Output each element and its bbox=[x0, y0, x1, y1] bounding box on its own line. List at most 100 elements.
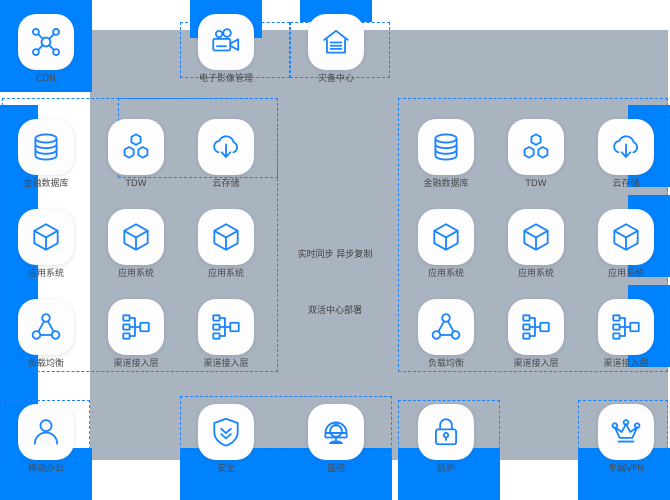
center-caption-sync: 实时同步 异步复制 bbox=[297, 250, 373, 260]
node-l-ch2[interactable]: 渠道接入层 bbox=[194, 299, 258, 370]
node-label-l-ch1: 渠道接入层 bbox=[113, 359, 159, 369]
node-r-cos[interactable]: 云存储 bbox=[594, 119, 658, 190]
tile-r-ch2[interactable] bbox=[598, 299, 654, 355]
tile-b-fw[interactable] bbox=[418, 404, 474, 460]
node-r-db[interactable]: 金融数据库 bbox=[414, 119, 478, 190]
node-label-r-app2: 应用系统 bbox=[517, 269, 554, 279]
node-r-ch1[interactable]: 渠道接入层 bbox=[504, 299, 568, 370]
tree-topology-icon bbox=[609, 310, 643, 344]
node-label-b-vpn: 专属VPN bbox=[607, 464, 645, 474]
shield-icon bbox=[209, 415, 243, 449]
node-r-app1[interactable]: 应用系统 bbox=[414, 209, 478, 280]
node-label-r-app1: 应用系统 bbox=[427, 269, 464, 279]
cloud-download-icon bbox=[209, 130, 243, 164]
node-label-r-app3: 应用系统 bbox=[607, 269, 644, 279]
database-icon bbox=[429, 130, 463, 164]
tile-l-ch2[interactable] bbox=[198, 299, 254, 355]
center-grey-panel bbox=[90, 30, 668, 460]
tile-l-cos[interactable] bbox=[198, 119, 254, 175]
node-l-lb[interactable]: 负载均衡 bbox=[14, 299, 78, 370]
tile-l-app1[interactable] bbox=[18, 209, 74, 265]
user-person-icon bbox=[29, 415, 63, 449]
tile-r-ch1[interactable] bbox=[508, 299, 564, 355]
node-label-r-lb: 负载均衡 bbox=[427, 359, 464, 369]
node-label-l-app3: 应用系统 bbox=[207, 269, 244, 279]
tree-topology-icon bbox=[519, 310, 553, 344]
node-r-ch2[interactable]: 渠道接入层 bbox=[594, 299, 658, 370]
node-l-tdw[interactable]: TDW bbox=[104, 119, 168, 190]
tile-l-lb[interactable] bbox=[18, 299, 74, 355]
tile-r-db[interactable] bbox=[418, 119, 474, 175]
tile-l-app3[interactable] bbox=[198, 209, 254, 265]
tile-cdn[interactable] bbox=[18, 14, 74, 70]
node-b-fw[interactable]: 防护 bbox=[414, 404, 478, 475]
group-bot-mid bbox=[180, 396, 392, 456]
node-eim[interactable]: 电子影像管理 bbox=[194, 14, 258, 85]
tile-r-cos[interactable] bbox=[598, 119, 654, 175]
node-l-app2[interactable]: 应用系统 bbox=[104, 209, 168, 280]
load-balancer-icon bbox=[429, 310, 463, 344]
crown-vpn-icon bbox=[609, 415, 643, 449]
node-label-l-ch2: 渠道接入层 bbox=[203, 359, 249, 369]
camera-monitor-icon bbox=[319, 415, 353, 449]
tree-topology-icon bbox=[209, 310, 243, 344]
warehouse-building-icon bbox=[319, 25, 353, 59]
lock-icon bbox=[429, 415, 463, 449]
cube-icon bbox=[609, 220, 643, 254]
cube-icon bbox=[519, 220, 553, 254]
node-label-r-tdw: TDW bbox=[525, 179, 547, 189]
tile-l-app2[interactable] bbox=[108, 209, 164, 265]
node-cdn[interactable]: CDN bbox=[14, 14, 78, 85]
node-r-tdw[interactable]: TDW bbox=[504, 119, 568, 190]
node-l-cos[interactable]: 云存储 bbox=[194, 119, 258, 190]
hexagon-cluster-icon bbox=[119, 130, 153, 164]
tile-r-tdw[interactable] bbox=[508, 119, 564, 175]
tile-r-lb[interactable] bbox=[418, 299, 474, 355]
tile-r-app2[interactable] bbox=[508, 209, 564, 265]
tile-b-vpn[interactable] bbox=[598, 404, 654, 460]
node-b-mon[interactable]: 监控 bbox=[304, 404, 368, 475]
load-balancer-icon bbox=[29, 310, 63, 344]
database-icon bbox=[29, 130, 63, 164]
tile-b-sec[interactable] bbox=[198, 404, 254, 460]
node-label-l-cos: 云存储 bbox=[212, 179, 240, 189]
tile-b-user[interactable] bbox=[18, 404, 74, 460]
node-b-user[interactable]: 移动办公 bbox=[14, 404, 78, 475]
tile-l-ch1[interactable] bbox=[108, 299, 164, 355]
cube-icon bbox=[29, 220, 63, 254]
node-label-drc: 灾备中心 bbox=[317, 74, 354, 84]
cube-icon bbox=[119, 220, 153, 254]
node-label-l-app2: 应用系统 bbox=[117, 269, 154, 279]
node-b-vpn[interactable]: 专属VPN bbox=[594, 404, 658, 475]
node-r-app2[interactable]: 应用系统 bbox=[504, 209, 568, 280]
tile-b-mon[interactable] bbox=[308, 404, 364, 460]
node-l-db[interactable]: 金融数据库 bbox=[14, 119, 78, 190]
tile-l-db[interactable] bbox=[18, 119, 74, 175]
node-drc[interactable]: 灾备中心 bbox=[304, 14, 368, 85]
tile-drc[interactable] bbox=[308, 14, 364, 70]
group-right-core bbox=[398, 98, 668, 372]
node-l-app3[interactable]: 应用系统 bbox=[194, 209, 258, 280]
tile-l-tdw[interactable] bbox=[108, 119, 164, 175]
node-label-b-mon: 监控 bbox=[326, 464, 345, 474]
node-label-r-ch1: 渠道接入层 bbox=[513, 359, 559, 369]
hexagon-cluster-icon bbox=[519, 130, 553, 164]
node-l-app1[interactable]: 应用系统 bbox=[14, 209, 78, 280]
node-r-app3[interactable]: 应用系统 bbox=[594, 209, 658, 280]
node-label-l-app1: 应用系统 bbox=[27, 269, 64, 279]
tile-eim[interactable] bbox=[198, 14, 254, 70]
node-label-b-sec: 安全 bbox=[216, 464, 235, 474]
tile-r-app1[interactable] bbox=[418, 209, 474, 265]
tile-r-app3[interactable] bbox=[598, 209, 654, 265]
node-r-lb[interactable]: 负载均衡 bbox=[414, 299, 478, 370]
node-b-sec[interactable]: 安全 bbox=[194, 404, 258, 475]
group-left-core bbox=[2, 98, 278, 372]
node-l-ch1[interactable]: 渠道接入层 bbox=[104, 299, 168, 370]
node-label-l-lb: 负载均衡 bbox=[27, 359, 64, 369]
cdn-network-icon bbox=[29, 25, 63, 59]
node-label-r-ch2: 渠道接入层 bbox=[603, 359, 649, 369]
video-camera-icon bbox=[209, 25, 243, 59]
cube-icon bbox=[209, 220, 243, 254]
cloud-download-icon bbox=[609, 130, 643, 164]
